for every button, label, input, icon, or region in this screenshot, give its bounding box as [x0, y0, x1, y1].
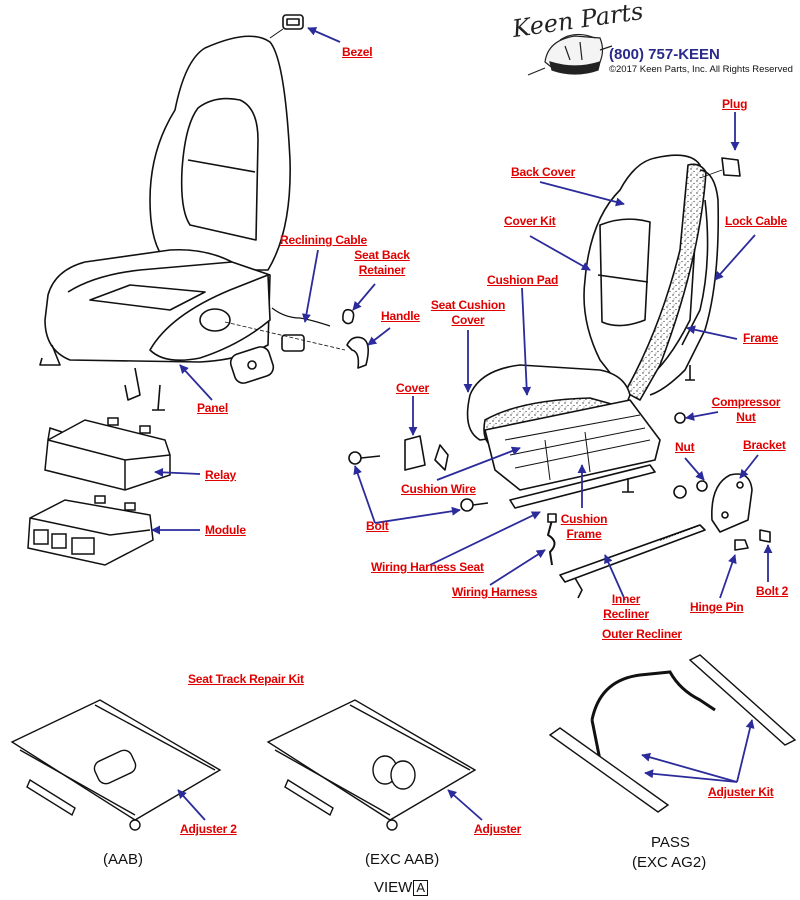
label-cushion-pad[interactable]: Cushion Pad: [487, 273, 559, 287]
arrow-adjuster: [447, 789, 483, 821]
label-wiring-harness[interactable]: Wiring Harness: [452, 585, 538, 599]
brand-copyright: ©2017 Keen Parts, Inc. All Rights Reserv…: [609, 64, 793, 75]
label-handle[interactable]: Handle: [381, 309, 420, 323]
caption-pass: PASS: [651, 834, 690, 851]
arrow-adjuster-2: [177, 789, 206, 821]
caption-exc-ag2: (EXC AG2): [632, 854, 707, 871]
arrow-reclining-cable: [302, 249, 319, 323]
caption-aab: (AAB): [103, 851, 144, 868]
arrow-handle: [367, 327, 391, 346]
label-back-cover[interactable]: Back Cover: [511, 165, 576, 179]
label-bolt-2[interactable]: Bolt 2: [756, 584, 789, 598]
module-illustration: [27, 495, 154, 566]
arrow-compressor-nut: [685, 411, 719, 421]
caption-view-text: VIEW: [374, 879, 413, 896]
seat-track-aab-illustration: [10, 699, 222, 831]
label-adjuster-kit[interactable]: Adjuster Kit: [708, 785, 774, 799]
label-cover[interactable]: Cover: [396, 381, 430, 395]
arrow-adjuster-kit-1: [641, 752, 738, 783]
label-module[interactable]: Module: [205, 523, 246, 537]
arrow-relay: [154, 467, 201, 477]
label-adjuster[interactable]: Adjuster: [474, 822, 522, 836]
label-seat-track-repair-kit[interactable]: Seat Track Repair Kit: [188, 672, 304, 686]
arrow-inner-recliner: [604, 554, 626, 601]
label-nut[interactable]: Nut: [675, 440, 695, 454]
arrow-cushion-wire: [436, 446, 521, 481]
driver-seat-illustration: [39, 14, 370, 411]
label-panel[interactable]: Panel: [197, 401, 229, 415]
arrow-bracket: [739, 454, 759, 479]
arrow-back-cover: [539, 181, 625, 207]
label-seat-back-retainer[interactable]: Seat Back Retainer: [354, 248, 410, 277]
label-cover-kit[interactable]: Cover Kit: [504, 214, 556, 228]
arrow-panel: [179, 364, 213, 401]
arrow-adjuster-kit-2: [644, 769, 738, 783]
arrow-lock-cable: [714, 234, 756, 281]
label-cushion-frame[interactable]: Cushion Frame: [560, 512, 608, 541]
arrow-wiring-harness-seat: [429, 511, 541, 566]
label-bezel[interactable]: Bezel: [342, 45, 373, 59]
label-plug[interactable]: Plug: [722, 97, 748, 111]
arrow-cushion-pad: [521, 287, 532, 396]
arrow-bolt-1: [353, 465, 376, 524]
label-hinge-pin[interactable]: Hinge Pin: [690, 600, 744, 614]
arrow-bolt-2: [374, 506, 461, 524]
brand-phone[interactable]: (800) 757-KEEN: [609, 46, 720, 63]
label-adjuster-2[interactable]: Adjuster 2: [180, 822, 237, 836]
label-outer-recliner[interactable]: Outer Recliner: [602, 627, 682, 641]
arrow-seat-back-retainer: [352, 283, 376, 311]
label-wiring-harness-seat[interactable]: Wiring Harness Seat: [371, 560, 484, 574]
arrow-wiring-harness: [489, 549, 546, 586]
label-bolt[interactable]: Bolt: [366, 519, 389, 533]
label-reclining-cable[interactable]: Reclining Cable: [280, 233, 368, 247]
callout-arrows: [151, 27, 773, 821]
label-inner-recliner[interactable]: Inner Recliner: [603, 592, 649, 621]
label-seat-cushion-cover[interactable]: Seat Cushion Cover: [430, 298, 506, 327]
caption-view-letter: A: [413, 880, 429, 896]
label-cushion-wire[interactable]: Cushion Wire: [401, 482, 476, 496]
seat-track-pass-illustration: [548, 654, 797, 813]
label-compressor-nut[interactable]: Compressor Nut: [711, 395, 781, 424]
label-relay[interactable]: Relay: [205, 468, 237, 482]
arrow-adjuster-kit-3: [736, 719, 755, 783]
caption-exc-aab: (EXC AAB): [365, 851, 440, 868]
arrow-cover-kit: [529, 235, 591, 271]
arrow-bezel: [307, 27, 341, 43]
seat-track-exc-aab-illustration: [266, 699, 477, 831]
arrow-nut: [684, 457, 705, 481]
keen-parts-logo-car: [527, 33, 613, 76]
label-bracket[interactable]: Bracket: [743, 438, 786, 452]
label-lock-cable[interactable]: Lock Cable: [725, 214, 788, 228]
arrow-frame: [686, 325, 738, 340]
relay-illustration: [44, 417, 171, 491]
label-frame[interactable]: Frame: [743, 331, 779, 345]
arrow-hinge-pin: [719, 554, 737, 599]
